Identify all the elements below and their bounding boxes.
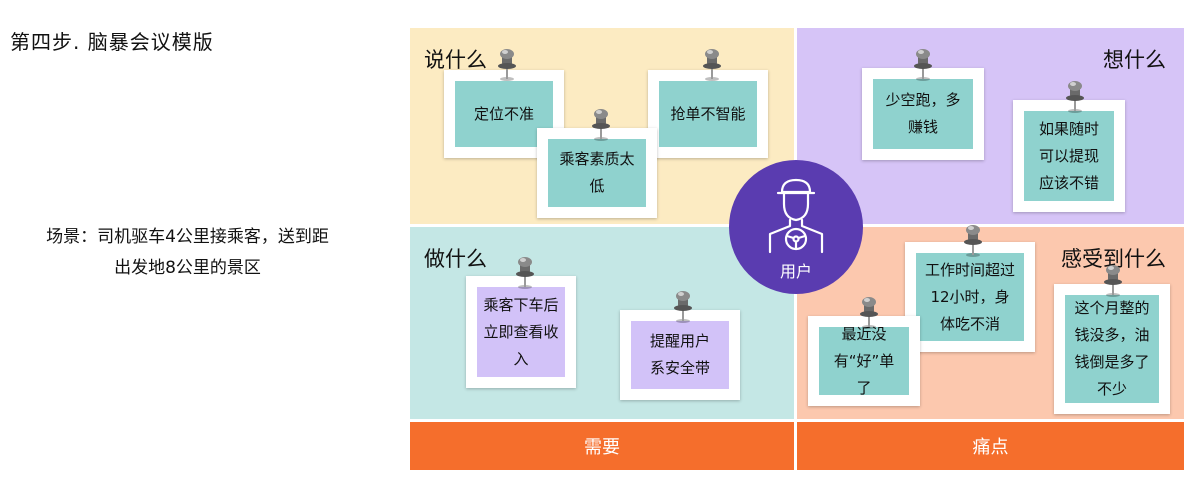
- sticky-note: 如果随时可以提现应该不错: [1013, 100, 1125, 212]
- pain-point-bar: 痛点: [797, 422, 1184, 470]
- quadrant-do-label: 做什么: [424, 247, 487, 271]
- scene-line-1: 场景：司机驱车4公里接乘客，送到距: [46, 227, 329, 247]
- quadrant-think-label: 想什么: [1103, 48, 1166, 72]
- push-pin-icon: [914, 49, 932, 81]
- sticky-note: 工作时间超过12小时，身体吃不消: [905, 242, 1035, 352]
- note-text: 抢单不智能: [659, 81, 757, 147]
- sticky-note: 最近没有“好”单了: [808, 316, 920, 406]
- push-pin-icon: [1066, 81, 1084, 113]
- note-text: 最近没有“好”单了: [819, 325, 909, 397]
- user-label: 用户: [779, 262, 812, 281]
- need-bar: 需要: [410, 422, 794, 470]
- note-text: 定位不准: [455, 81, 553, 147]
- push-pin-icon: [592, 109, 610, 141]
- sticky-note: 提醒用户系安全带: [620, 310, 740, 400]
- push-pin-icon: [516, 257, 534, 289]
- push-pin-icon: [1104, 265, 1122, 297]
- note-text: 提醒用户系安全带: [631, 321, 729, 389]
- sticky-note: 乘客下车后立即查看收入: [466, 276, 576, 388]
- push-pin-icon: [674, 291, 692, 323]
- scene-description: 场景：司机驱车4公里接乘客，送到距 出发地8公里的景区: [0, 222, 375, 284]
- push-pin-icon: [703, 49, 721, 81]
- note-text: 乘客素质太低: [548, 139, 646, 207]
- sticky-note: 乘客素质太低: [537, 128, 657, 218]
- sticky-note: 抢单不智能: [648, 70, 768, 158]
- push-pin-icon: [964, 225, 982, 257]
- scene-line-2: 出发地8公里的景区: [114, 258, 261, 278]
- note-text: 这个月整的钱没多，油钱倒是多了不少: [1065, 295, 1159, 403]
- quadrant-say-label: 说什么: [424, 48, 487, 72]
- note-text: 工作时间超过12小时，身体吃不消: [916, 253, 1024, 341]
- note-text: 少空跑，多赚钱: [873, 79, 973, 149]
- note-text: 如果随时可以提现应该不错: [1024, 111, 1114, 201]
- push-pin-icon: [498, 49, 516, 81]
- user-center-circle: 用户: [729, 160, 863, 294]
- note-text: 乘客下车后立即查看收入: [477, 287, 565, 377]
- push-pin-icon: [860, 297, 878, 329]
- sticky-note: 少空跑，多赚钱: [862, 68, 984, 160]
- page-title: 第四步. 脑暴会议模版: [10, 30, 214, 54]
- sticky-note: 这个月整的钱没多，油钱倒是多了不少: [1054, 284, 1170, 414]
- driver-icon: [768, 178, 824, 254]
